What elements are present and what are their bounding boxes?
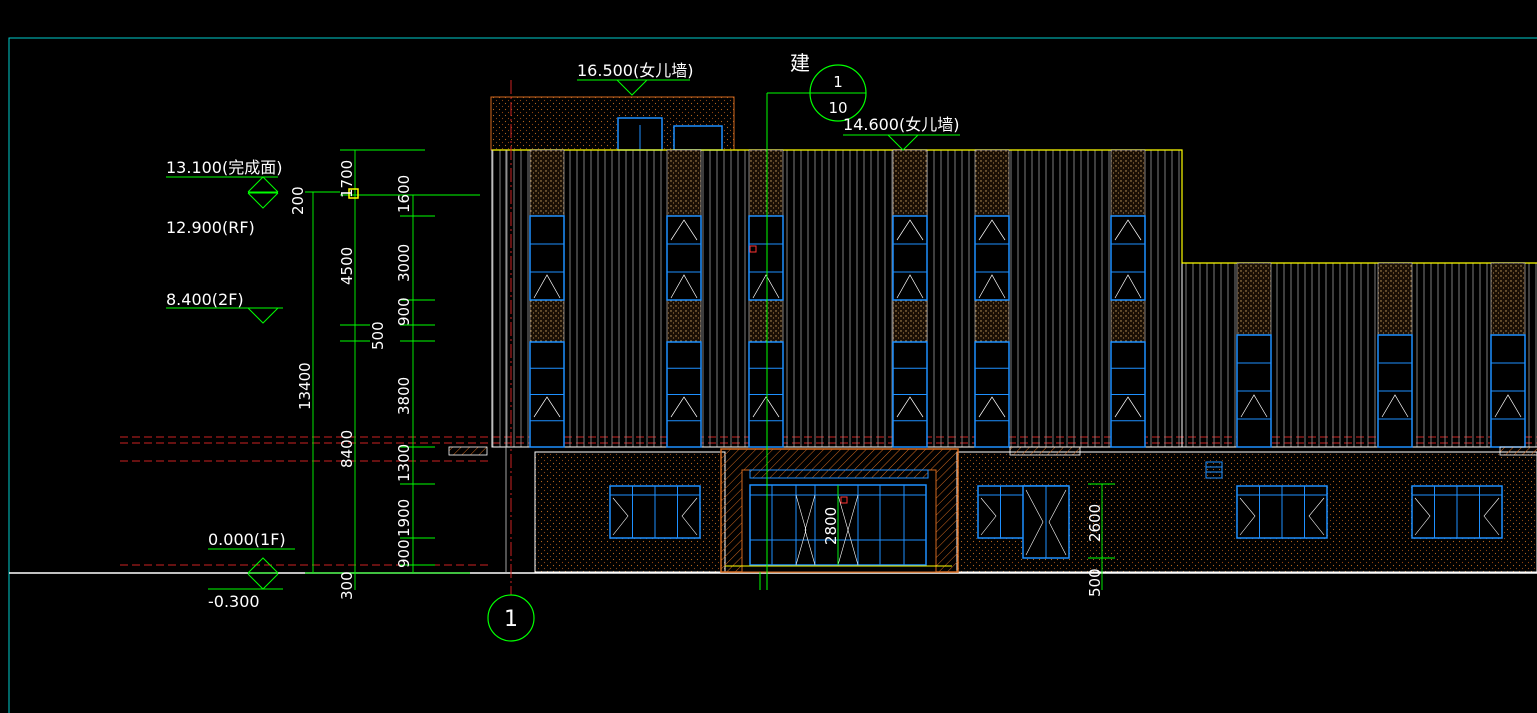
entrance-portal — [720, 448, 959, 573]
dim-1600: 1600 — [395, 175, 413, 213]
window-column-low — [1236, 262, 1272, 448]
dim-1900: 1900 — [395, 499, 413, 537]
ground-window — [609, 485, 701, 539]
parapet-block — [490, 96, 735, 151]
dimension-lines — [305, 149, 1115, 590]
window-column — [748, 149, 784, 448]
marker-red-1 — [749, 245, 757, 253]
dim-13400: 13400 — [296, 362, 314, 410]
dim-3000: 3000 — [395, 244, 413, 282]
axis-number: 1 — [504, 607, 518, 632]
dim-900-a: 900 — [395, 297, 413, 326]
dim-2600: 2600 — [1086, 504, 1104, 542]
elev-parapet-main: 14.600(女儿墙) — [843, 115, 959, 134]
drawing-frame — [8, 37, 1537, 713]
ground-windows — [609, 485, 1503, 559]
ground-window — [1236, 485, 1328, 539]
dim-8400: 8400 — [338, 430, 356, 468]
window-column — [666, 149, 702, 448]
elevation-markers — [166, 79, 960, 590]
window-columns — [529, 149, 1526, 448]
dim-900-b: 900 — [395, 539, 413, 568]
window-column — [529, 149, 565, 448]
detail-callout[interactable]: 1 10 建 — [790, 51, 867, 122]
upper-facade — [491, 149, 1537, 448]
selection-grip[interactable] — [348, 188, 359, 199]
side-door — [1022, 485, 1070, 559]
axis-bubble-1[interactable]: 1 — [487, 594, 535, 642]
marker-red-2 — [840, 496, 848, 504]
dim-500-facade: 500 — [1086, 568, 1104, 597]
dim-2800: 2800 — [822, 507, 840, 545]
ground-window — [1411, 485, 1503, 539]
window-column-low — [1490, 262, 1526, 448]
elev-roof: 12.900(RF) — [166, 218, 255, 237]
dim-4500: 4500 — [338, 247, 356, 285]
window-column — [892, 149, 928, 448]
dim-1300: 1300 — [395, 444, 413, 482]
dim-3800: 3800 — [395, 377, 413, 415]
dim-1700: 1700 — [338, 160, 356, 198]
callout-number: 1 — [833, 73, 843, 91]
window-column — [1110, 149, 1146, 448]
callout-sheet: 10 — [828, 99, 847, 117]
dim-200: 200 — [289, 186, 307, 215]
elev-finish-roof: 13.100(完成面) — [166, 158, 282, 177]
callout-prefix: 建 — [790, 51, 810, 75]
elev-1f: 0.000(1F) — [208, 530, 286, 549]
elev-2f: 8.400(2F) — [166, 290, 244, 309]
window-column-low — [1377, 262, 1413, 448]
elev-outside: -0.300 — [208, 592, 260, 611]
window-column — [974, 149, 1010, 448]
dim-300: 300 — [338, 571, 356, 600]
elev-parapet-top: 16.500(女儿墙) — [577, 61, 693, 80]
dim-500: 500 — [369, 321, 387, 350]
